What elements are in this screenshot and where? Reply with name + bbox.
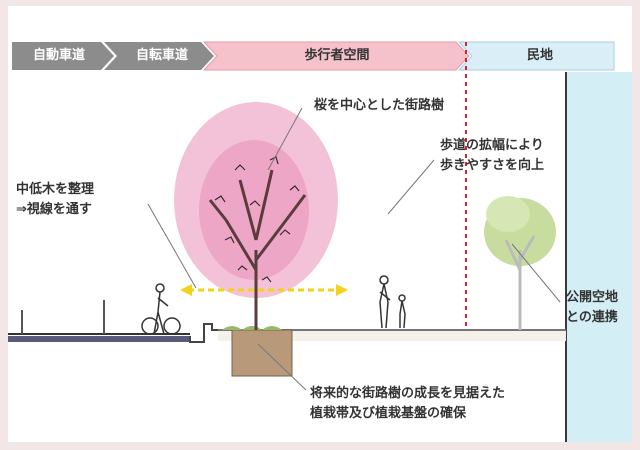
sight-arrow-head-left: [180, 284, 192, 296]
note-sidewalk-line2: 歩きやすさを向上: [440, 158, 545, 173]
building: [566, 72, 632, 442]
header-segment-pedestrian: [202, 41, 470, 71]
leader-planting: [257, 343, 307, 391]
pedestrian-adult: [379, 275, 391, 329]
note-planting-line2: 植栽帯及び植栽基盤の確保: [310, 406, 467, 421]
header-label-bikeway: 自転車道: [135, 48, 188, 63]
header-label-private-land: 民地: [526, 48, 553, 63]
header-label-pedestrian: 歩行者空間: [304, 48, 370, 63]
header-segment-roadway: [12, 42, 114, 70]
note-sidewalk-line1: 歩道の拡幅により: [440, 138, 544, 153]
planting-soil: [231, 329, 293, 377]
cherry-foliage-texture: [214, 156, 300, 283]
note-shrub-line2: ⇒視線を通す: [16, 202, 92, 217]
note-cherry-text: 桜を中心とした街路樹: [314, 98, 445, 113]
note-sidewalk-widening: 歩道の拡幅により 歩きやすさを向上: [440, 136, 544, 176]
planting-bed: [222, 326, 282, 330]
leader-cherry: [267, 107, 303, 171]
note-planting-base: 将来的な街路樹の成長を見据えた 植栽帯及び植栽基盤の確保: [310, 384, 505, 424]
pedestrian-child: [398, 294, 406, 329]
note-cherry-trees: 桜を中心とした街路樹: [314, 96, 444, 116]
cherry-branches: [208, 169, 307, 330]
open-space-tree-canopy-2: [486, 196, 530, 232]
sidewalk-base: [218, 331, 566, 341]
note-shrub-sightline: 中低木を整理 ⇒視線を通す: [16, 180, 94, 220]
curb: [189, 323, 218, 343]
leader-open-space: [511, 243, 561, 303]
leader-shrub: [147, 203, 197, 289]
cyclist-figure: [141, 283, 181, 335]
header-segment-private-land: [457, 41, 615, 71]
cherry-canopy-core: [199, 140, 309, 280]
header-segment-bikeway: [104, 42, 214, 70]
note-open-space-line1: 公開空地: [566, 290, 619, 305]
note-open-space-line2: との連携: [566, 310, 618, 325]
sight-arrow-head-right: [336, 284, 348, 296]
note-shrub-line1: 中低木を整理: [16, 182, 95, 197]
leader-sidewalk: [387, 159, 435, 215]
note-planting-line1: 将来的な街路樹の成長を見据えた: [310, 386, 506, 401]
note-open-space: 公開空地 との連携: [566, 288, 618, 328]
header-label-roadway: 自動車道: [32, 48, 85, 63]
roadway-surface: [8, 336, 190, 342]
